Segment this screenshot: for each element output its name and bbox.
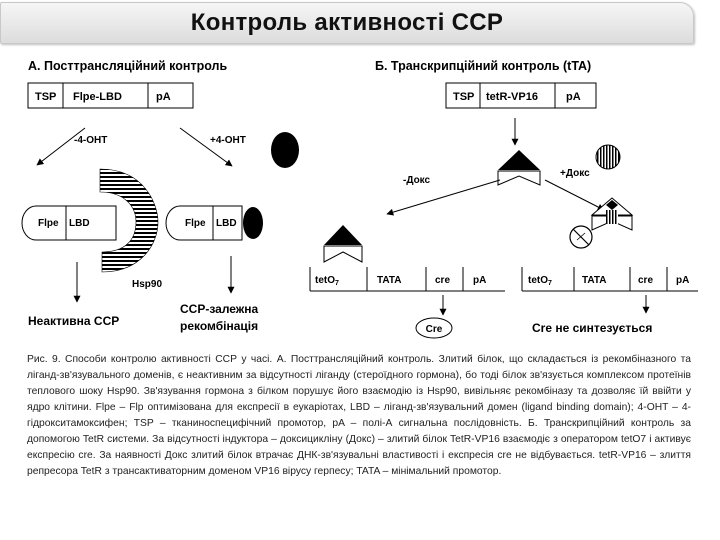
flpe-label-active: Flpe [185, 218, 206, 229]
hormone-4oht-shape [271, 132, 299, 168]
flpe-label-inactive: Flpe [38, 218, 59, 229]
reporter-left-pa: pA [473, 275, 486, 286]
flpe-lbd-inactive: Flpe LBD [21, 205, 117, 241]
title-bar: Контроль активності ССР [0, 2, 694, 44]
label-minus-4oht: -4-OHT [74, 135, 107, 146]
no-binding-icon [569, 225, 593, 249]
outcome-active-line1: ССР-залежна [180, 302, 259, 316]
arrow-a-plus [179, 127, 233, 167]
arrow-b-minus [386, 179, 501, 216]
outcome-active-line2: рекомбінація [180, 319, 258, 333]
label-plus-dox: +Докс [560, 168, 590, 179]
reporter-construct-right: tetO7 TATA cre pA [521, 267, 698, 292]
construct-b-pa: pA [566, 91, 581, 103]
label-minus-dox: -Докс [403, 175, 431, 186]
construct-a-pa: pA [156, 91, 171, 103]
tetr-vp16-bound-shape [323, 225, 363, 263]
arrow-b-plus [544, 179, 605, 211]
construct-b-tsp: TSP [453, 91, 474, 103]
arrow-a-minus [36, 127, 86, 166]
reporter-construct-left: tetO7 TATA cre pA [309, 267, 505, 292]
tetr-vp16-center-shape [497, 150, 541, 186]
reporter-left-tata: TATA [377, 275, 401, 286]
reporter-right-cre: cre [638, 275, 653, 286]
svg-text:tetO7: tetO7 [528, 275, 552, 287]
panel-a-construct: TSP Flpe-LBD pA [27, 82, 194, 109]
svg-text:tetO7: tetO7 [315, 275, 339, 287]
panel-b-heading: Б. Транскрипційний контроль (tTA) [375, 59, 591, 73]
construct-a-tsp: TSP [35, 91, 56, 103]
tetr-dox-complex-shape [590, 197, 634, 231]
reporter-right-teto: tetO [528, 275, 548, 286]
hsp90-label: Hsp90 [132, 279, 162, 290]
reporter-right-tata: TATA [582, 275, 606, 286]
label-plus-4oht: +4-OHT [210, 135, 246, 146]
reporter-right-pa: pA [676, 275, 689, 286]
hsp90-crescent-shape [99, 168, 159, 273]
outcome-cre-not: Cre не синтезується [532, 321, 652, 335]
cre-product-oval [415, 317, 453, 339]
panel-a-heading: А. Посттрансляційний контроль [28, 59, 227, 73]
reporter-left-cre: cre [435, 275, 450, 286]
outcome-inactive-ccr: Неактивна ССР [28, 314, 119, 328]
outcome-cre: Cre [426, 324, 443, 335]
page-title: Контроль активності ССР [190, 9, 504, 36]
lbd-label-inactive: LBD [69, 218, 90, 229]
construct-a-flpe-lbd: Flpe-LBD [73, 91, 122, 103]
lbd-label-active: LBD [216, 218, 237, 229]
construct-b-tetr-vp16: tetR-VP16 [486, 91, 538, 103]
flpe-lbd-active: Flpe LBD [165, 205, 263, 241]
figure-caption: Рис. 9. Способи контролю активності ССР … [27, 354, 691, 477]
panel-b-construct: TSP tetR-VP16 pA [445, 82, 597, 109]
hormone-bound-shape [243, 207, 263, 239]
reporter-left-teto-sub: 7 [335, 280, 339, 287]
reporter-right-teto-sub: 7 [548, 280, 552, 287]
doxycycline-shape [595, 144, 621, 170]
reporter-left-teto: tetO [315, 275, 335, 286]
